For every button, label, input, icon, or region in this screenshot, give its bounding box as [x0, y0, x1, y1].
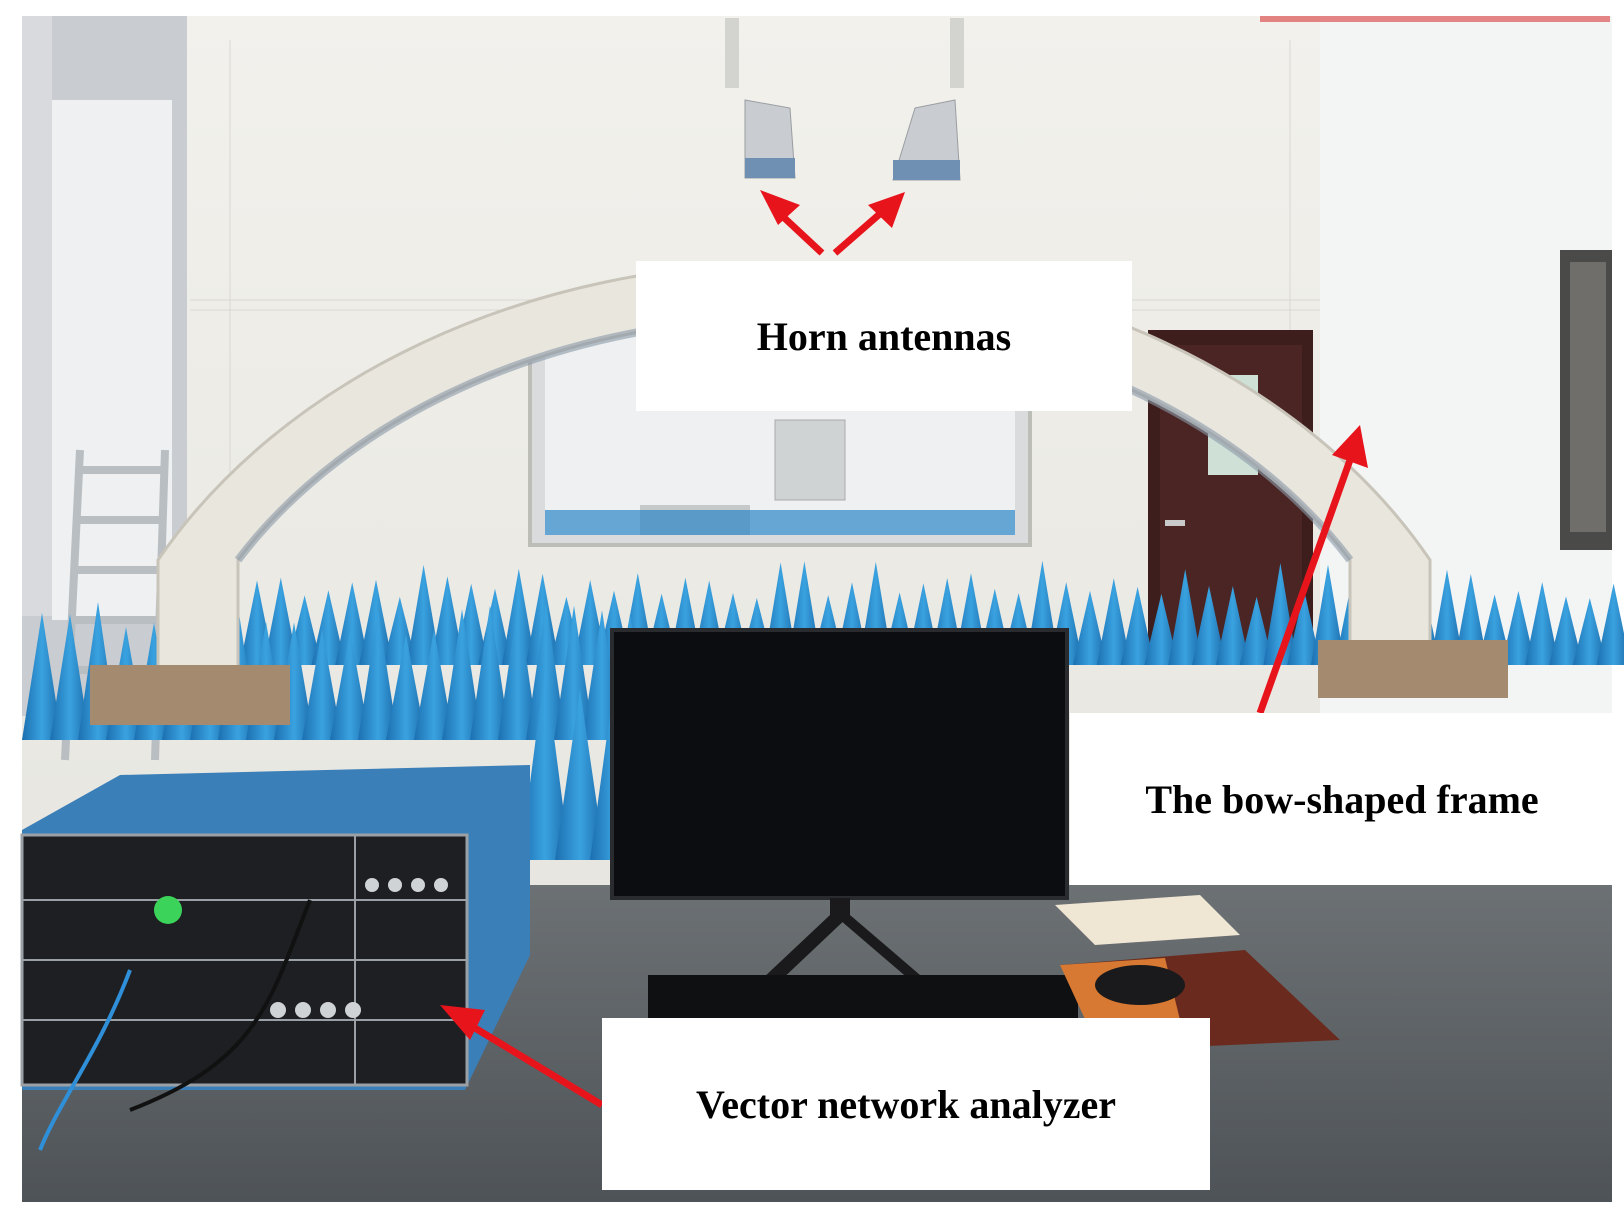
absorber-cone: [1168, 569, 1203, 665]
monitor: [610, 628, 1069, 1000]
absorber-cone: [50, 614, 90, 740]
horn-antennas-text: Horn antennas: [756, 313, 1012, 359]
arrow-horn-left: [775, 209, 825, 256]
vector-network-analyzer: [20, 765, 530, 1151]
absorber-cone: [22, 612, 62, 740]
mouse: [1095, 965, 1185, 1005]
absorber-cone: [1572, 598, 1607, 665]
absorber-cone: [555, 689, 605, 860]
arrow-horn-right: [832, 209, 885, 256]
absorber-cone: [1287, 590, 1322, 665]
horn-antenna-left: [725, 18, 796, 179]
absorber-cone: [1215, 585, 1250, 665]
vector-network-analyzer-text: Vector network analyzer: [696, 1081, 1116, 1127]
absorber-cone: [358, 610, 398, 740]
absorber-cone: [554, 605, 594, 740]
absorber-cone: [1596, 583, 1624, 665]
paper-stack: [1055, 895, 1240, 945]
absorber-cone: [520, 667, 570, 860]
absorber-cone: [1549, 596, 1583, 665]
absorber-cone: [1120, 586, 1155, 665]
horn-antennas-label: Horn antennas: [636, 261, 1132, 411]
absorber-cone: [1239, 596, 1274, 665]
absorber-cone: [1096, 578, 1131, 665]
absorber-cone: [1311, 564, 1345, 665]
absorber-cone: [1501, 591, 1536, 665]
absorber-cone: [263, 577, 298, 665]
arrow-vna: [468, 1022, 604, 1108]
absorber-cone: [526, 602, 566, 740]
absorber-cone: [442, 609, 482, 740]
absorber-cone: [330, 630, 370, 740]
bow-frame-label: The bow-shaped frame: [1070, 713, 1614, 885]
absorber-cone: [430, 576, 465, 665]
absorber-cone: [498, 601, 538, 740]
arrow-bow-frame: [1256, 458, 1354, 715]
absorber-cone: [302, 629, 342, 740]
absorber-cone: [1525, 581, 1560, 665]
absorber-cone: [386, 634, 426, 740]
absorber-cone: [1192, 585, 1226, 665]
absorber-cone: [414, 629, 454, 740]
arrows: [440, 190, 1368, 1108]
bow-frame-text: The bow-shaped frame: [1145, 776, 1539, 822]
absorber-cone: [1073, 590, 1107, 665]
absorber-cone: [335, 582, 370, 665]
absorber-cone: [359, 579, 393, 665]
absorber-cone: [1144, 593, 1179, 665]
horn-antenna-right: [892, 18, 964, 181]
vector-network-analyzer-label: Vector network analyzer: [602, 1018, 1210, 1190]
keyboard: [648, 975, 1078, 1025]
absorber-cone: [470, 605, 510, 740]
